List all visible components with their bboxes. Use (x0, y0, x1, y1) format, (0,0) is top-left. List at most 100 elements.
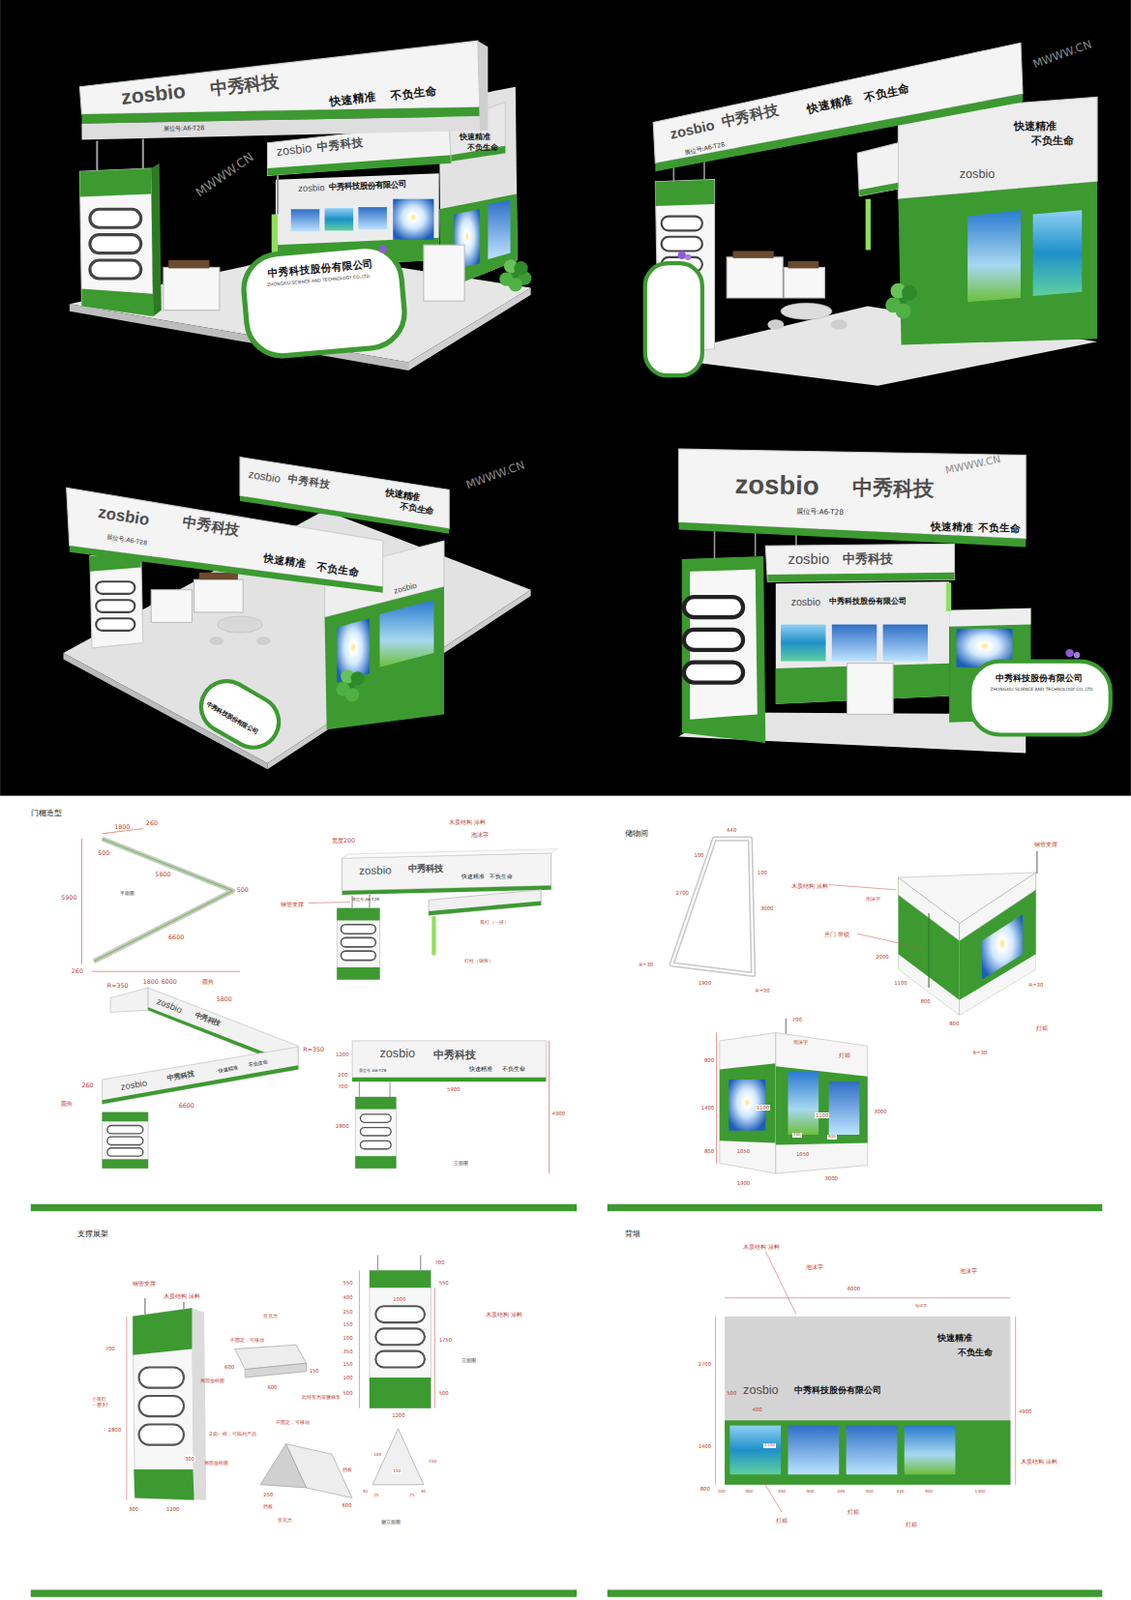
leader-line (829, 885, 897, 891)
plan-outline (93, 838, 233, 962)
brand-logo-text: zosbio (119, 79, 187, 110)
dimension-label: 900 (805, 1489, 814, 1495)
dimension-label: R=30 (755, 987, 771, 994)
dimension-label: 260 (81, 1081, 93, 1089)
dimension-label: 1100 (763, 1443, 776, 1449)
dimension-label: 330 (836, 1489, 845, 1495)
light-box (829, 1081, 861, 1135)
annotation-note: 木质结构 涂料 (1020, 1458, 1058, 1465)
brand-logo-text: 中秀科技 (719, 102, 780, 131)
flower (1065, 649, 1073, 657)
dimension-label: 800 (704, 1057, 715, 1064)
dimension-line (358, 1270, 360, 1408)
annotation-note: 泡沫字 (959, 1267, 978, 1275)
dimension-label: 1800 (114, 823, 130, 831)
dimension-label: 500 (726, 1390, 737, 1397)
booth-number-text: 展位号:A6-T28 (106, 533, 149, 547)
dimension-label: 25 (373, 1493, 379, 1499)
fascia-banner (79, 40, 480, 115)
brand-logo-text: 中秀科技 (193, 1011, 222, 1029)
brand-logo-text: zosbio (668, 117, 716, 143)
steel-post (419, 1254, 421, 1271)
slogan-text: 快速精准 (328, 90, 377, 109)
plant-leaf (351, 671, 365, 685)
booth-panel (102, 1065, 299, 1104)
slogan-text: 不负生命 (247, 1059, 268, 1069)
dimension-label: 700 (434, 1259, 445, 1266)
panel-heading: 背墙 (625, 1229, 641, 1240)
booth-block (352, 1077, 546, 1082)
dimension-label: 800 (704, 1148, 715, 1155)
booth-panel (82, 289, 154, 317)
chair (208, 636, 224, 645)
dimension-label: 1300 (975, 1489, 986, 1495)
round-table (217, 616, 263, 633)
display-slot (684, 662, 744, 684)
dimension-label: R=30 (1028, 982, 1043, 988)
dimension-label: 25 (409, 1493, 415, 1499)
annotation-note: 灯箱 (847, 1508, 860, 1516)
dimension-label: 150 (309, 1368, 320, 1374)
slogan-text: 不负生命 (1031, 134, 1074, 147)
brand-logo-text: zosbio (96, 503, 151, 531)
display-slot (107, 1148, 144, 1157)
booth-panel (132, 1308, 192, 1356)
light-box (883, 625, 928, 662)
fascia-banner (428, 890, 541, 916)
annotation-note: 泡沫字 (793, 1039, 808, 1045)
display-slot (359, 1114, 391, 1123)
dimension-line (91, 971, 240, 973)
product-box (168, 260, 209, 268)
leader-line (760, 1476, 782, 1513)
brand-logo-text: zosbio (392, 580, 418, 596)
booth-panel (949, 608, 1031, 627)
dimension-line (81, 838, 83, 965)
booth-panel (150, 163, 162, 317)
slogan-text: 不负生命 (957, 1347, 993, 1359)
fascia-banner (110, 987, 149, 1012)
booth-block (355, 1156, 396, 1169)
annotation-note: 灯柱（钢管） (464, 957, 494, 964)
booth-block (336, 908, 380, 922)
booth-number-text: ZHONGXIU SCIENCE AND TECHNOLOGY CO.,LTD (989, 686, 1093, 692)
dimension-label: 1050 (737, 1148, 750, 1155)
dimension-label: 500 (342, 1390, 353, 1397)
dimension-label: 200 (337, 1071, 348, 1078)
booth-number-text: 展位号:A6-T28 (352, 897, 380, 903)
dimension-label: 30 (420, 1489, 426, 1495)
light-box (729, 1426, 781, 1476)
flower (684, 254, 691, 261)
slogan-text: 快速精准 (469, 1065, 493, 1072)
brand-logo-text: zosbio (788, 551, 831, 568)
dimension-label: 800 (700, 1486, 711, 1492)
plant-leaf (895, 303, 912, 320)
booth-number-text: 展位号:A6-T28 (358, 1069, 387, 1074)
chair (767, 319, 784, 330)
brand-logo-text: zosbio (247, 467, 282, 485)
booth-block (787, 261, 819, 268)
light-column (946, 582, 952, 612)
view-caption: 平面图 (119, 890, 135, 896)
dimension-label: 200 (428, 1459, 437, 1465)
watermark: MWWW.CN (464, 458, 527, 492)
dimension-label: 3000 (873, 1108, 887, 1115)
booth-block (102, 1159, 149, 1168)
dimension-label: 700 (337, 1083, 348, 1090)
booth-panel (477, 40, 489, 131)
steel-post (785, 1018, 788, 1035)
watermark: MWWW.CN (944, 452, 1002, 477)
dimension-label: 圆角 (202, 978, 214, 985)
display-tower (682, 556, 766, 744)
panel-heading: 储物间 (625, 829, 649, 839)
slogan-text: 快速精准 (1013, 119, 1057, 132)
dimension-label: 4900 (1018, 1408, 1032, 1415)
dimension-label: 5900 (60, 893, 77, 901)
brand-logo-text: zosbio (297, 182, 326, 195)
display-slot (340, 937, 376, 947)
reception-counter (191, 671, 288, 757)
steel-post (1036, 851, 1039, 874)
booth-number-text: 展位号:A6-T28 (684, 140, 726, 156)
dimension-label: 150 (342, 1321, 353, 1328)
brand-logo-text: 中秀科技 (842, 552, 893, 567)
